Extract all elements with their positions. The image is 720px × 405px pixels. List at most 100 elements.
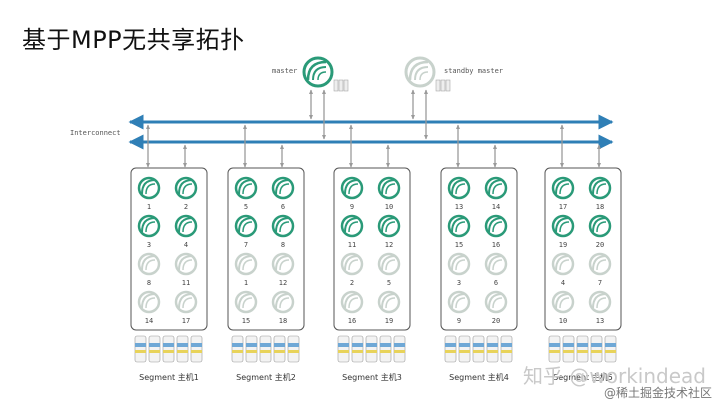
mirror-segment-node: 1 <box>234 252 258 287</box>
primary-segment-node: 6 <box>271 176 295 211</box>
standby-master-node <box>404 56 436 88</box>
primary-segment-node: 9 <box>340 176 364 211</box>
mirror-segment-node: 19 <box>377 290 401 325</box>
mirror-segment-node: 15 <box>234 290 258 325</box>
primary-segment-node: 19 <box>551 214 575 249</box>
mirror-segment-node: 20 <box>484 290 508 325</box>
segment-host-label: Segment 主机2 <box>236 372 296 382</box>
segment-number: 19 <box>385 317 393 325</box>
mirror-segment-node: 17 <box>174 290 198 325</box>
segment-number: 8 <box>147 279 151 287</box>
segment-number: 17 <box>182 317 190 325</box>
primary-segment-node: 12 <box>377 214 401 249</box>
segment-number: 6 <box>281 203 285 211</box>
master-disk-icon <box>333 79 349 92</box>
primary-segment-node: 16 <box>484 214 508 249</box>
primary-segment-node: 5 <box>234 176 258 211</box>
segment-number: 13 <box>455 203 463 211</box>
master-node <box>302 56 334 88</box>
segment-number: 11 <box>182 279 190 287</box>
mirror-segment-node: 6 <box>484 252 508 287</box>
segment-number: 10 <box>385 203 393 211</box>
standby-master-label: standby master <box>444 67 503 75</box>
primary-segment-node: 2 <box>174 176 198 211</box>
primary-segment-node: 10 <box>377 176 401 211</box>
segment-number: 19 <box>559 241 567 249</box>
segment-number: 18 <box>596 203 604 211</box>
segment-number: 6 <box>494 279 498 287</box>
mirror-segment-node: 16 <box>340 290 364 325</box>
segment-number: 13 <box>596 317 604 325</box>
segment-number: 7 <box>244 241 248 249</box>
primary-segment-node: 8 <box>271 214 295 249</box>
segment-number: 14 <box>492 203 500 211</box>
segment-number: 5 <box>244 203 248 211</box>
segment-number: 9 <box>350 203 354 211</box>
segment-number: 15 <box>242 317 250 325</box>
primary-segment-node: 7 <box>234 214 258 249</box>
segment-host-box <box>333 167 411 331</box>
segment-host-label: Segment 主机3 <box>342 372 402 382</box>
segment-host-box <box>130 167 208 331</box>
segment-number: 16 <box>492 241 500 249</box>
segment-number: 10 <box>559 317 567 325</box>
primary-segment-node: 13 <box>447 176 471 211</box>
watermark-sub: @稀土掘金技术社区 <box>603 386 712 400</box>
disk-stack-icon <box>444 335 513 363</box>
slide-title: 基于MPP无共享拓扑 <box>22 26 245 54</box>
segment-host-box <box>440 167 518 331</box>
segment-host-box <box>544 167 622 331</box>
segment-number: 16 <box>348 317 356 325</box>
mirror-segment-node: 11 <box>174 252 198 287</box>
segment-number: 20 <box>596 241 604 249</box>
segment-number: 11 <box>348 241 356 249</box>
segment-number: 20 <box>492 317 500 325</box>
segment-number: 9 <box>457 317 461 325</box>
mirror-segment-node: 14 <box>137 290 161 325</box>
segment-host-label: Segment 主机5 <box>553 372 613 382</box>
segment-number: 3 <box>457 279 461 287</box>
segment-host-label: Segment 主机1 <box>139 372 199 382</box>
segment-number: 14 <box>145 317 153 325</box>
mirror-segment-node: 12 <box>271 252 295 287</box>
segment-number: 8 <box>281 241 285 249</box>
segment-number: 3 <box>147 241 151 249</box>
disk-stack-icon <box>134 335 203 363</box>
primary-segment-node: 20 <box>588 214 612 249</box>
primary-segment-node: 11 <box>340 214 364 249</box>
mirror-segment-node: 9 <box>447 290 471 325</box>
segment-number: 5 <box>387 279 391 287</box>
segment-number: 1 <box>147 203 151 211</box>
primary-segment-node: 3 <box>137 214 161 249</box>
master-label: master <box>272 67 297 75</box>
primary-segment-node: 14 <box>484 176 508 211</box>
mirror-segment-node: 7 <box>588 252 612 287</box>
segment-number: 2 <box>184 203 188 211</box>
segment-number: 1 <box>244 279 248 287</box>
disk-stack-icon <box>548 335 617 363</box>
watermark-main: 知乎 @workindead <box>523 364 706 388</box>
primary-segment-node: 15 <box>447 214 471 249</box>
mirror-segment-node: 8 <box>137 252 161 287</box>
mirror-segment-node: 2 <box>340 252 364 287</box>
interconnect-label: Interconnect <box>70 129 121 137</box>
segment-number: 2 <box>350 279 354 287</box>
primary-segment-node: 17 <box>551 176 575 211</box>
mirror-segment-node: 5 <box>377 252 401 287</box>
mirror-segment-node: 13 <box>588 290 612 325</box>
segment-number: 17 <box>559 203 567 211</box>
segment-number: 12 <box>385 241 393 249</box>
primary-segment-node: 1 <box>137 176 161 211</box>
segment-number: 7 <box>598 279 602 287</box>
segment-number: 18 <box>279 317 287 325</box>
mirror-segment-node: 18 <box>271 290 295 325</box>
segment-number: 12 <box>279 279 287 287</box>
mirror-segment-node: 3 <box>447 252 471 287</box>
standby-master-disk-icon <box>435 79 451 92</box>
